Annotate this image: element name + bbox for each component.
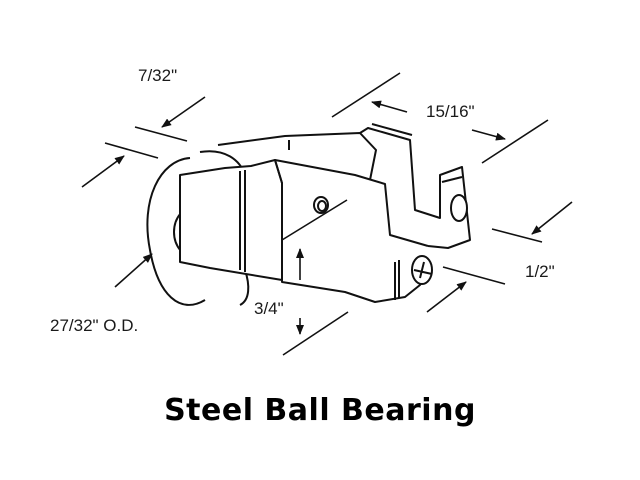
- dimension-lines: [81, 72, 573, 356]
- product-title: Steel Ball Bearing: [164, 393, 476, 428]
- dim-3-4-label: 3/4": [254, 299, 284, 318]
- bracket: [179, 123, 471, 303]
- dim-7-32-label: 7/32": [138, 66, 177, 85]
- dim-od-label: 27/32" O.D.: [50, 316, 138, 335]
- dim-1-2-label: 1/2": [525, 262, 555, 281]
- dim-15-16-label: 15/16": [426, 102, 475, 121]
